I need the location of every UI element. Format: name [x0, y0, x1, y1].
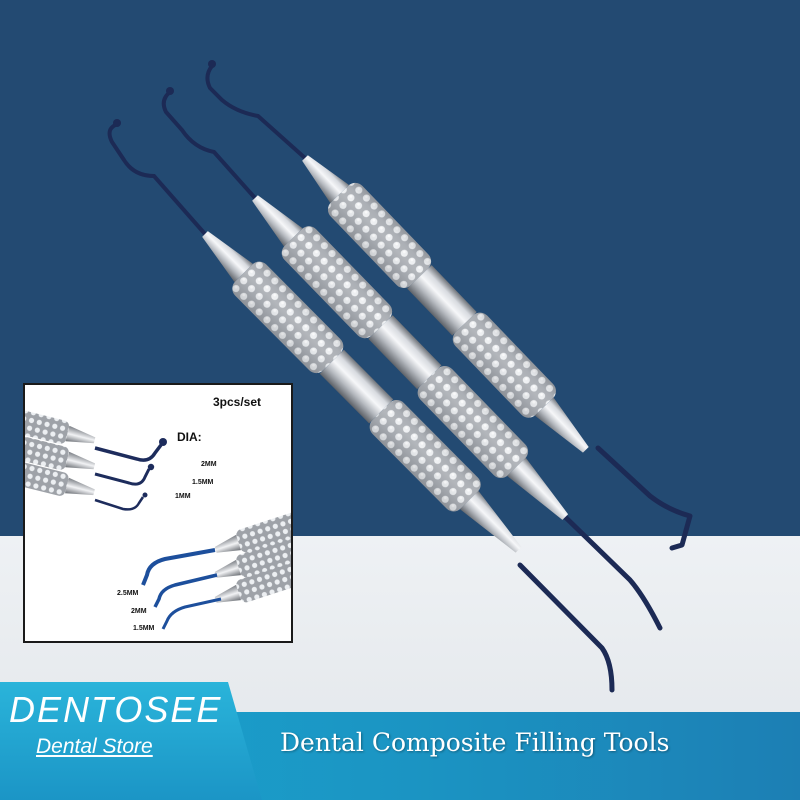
instrument-2-top-tip	[161, 90, 257, 200]
size-label-bottom-2: 2MM	[131, 608, 147, 615]
size-label-bottom-3: 1.5MM	[133, 625, 155, 632]
instrument-1-top-tip	[107, 122, 207, 236]
instrument-3	[205, 60, 693, 551]
product-title: Dental Composite Filling Tools	[280, 728, 670, 757]
instrument-2	[161, 87, 663, 631]
instrument-1-bottom-tip	[517, 562, 615, 693]
brand-panel	[0, 682, 262, 800]
brand-store-label: Dental Store	[36, 735, 153, 758]
size-detail-inset: 3pcs/set DIA: 2MM 1.5MM 1MM 2.5MM 2MM 1.…	[23, 383, 293, 643]
instrument-2-bottom-tip	[555, 507, 663, 631]
instrument-3-bottom-tip	[595, 445, 693, 551]
set-count-label: 3pcs/set	[213, 395, 262, 409]
inset-tool-tips-photo	[25, 408, 291, 630]
size-label-top-2: 1.5MM	[192, 479, 214, 486]
size-label-top-3: 1MM	[175, 493, 191, 500]
diameter-label: DIA:	[177, 430, 202, 444]
instrument-3-top-tip	[205, 64, 307, 160]
instrument-1	[107, 119, 615, 693]
size-label-top-1: 2MM	[201, 461, 217, 468]
size-label-bottom-1: 2.5MM	[117, 590, 139, 597]
brand-name: DENTOSEE	[9, 689, 223, 730]
